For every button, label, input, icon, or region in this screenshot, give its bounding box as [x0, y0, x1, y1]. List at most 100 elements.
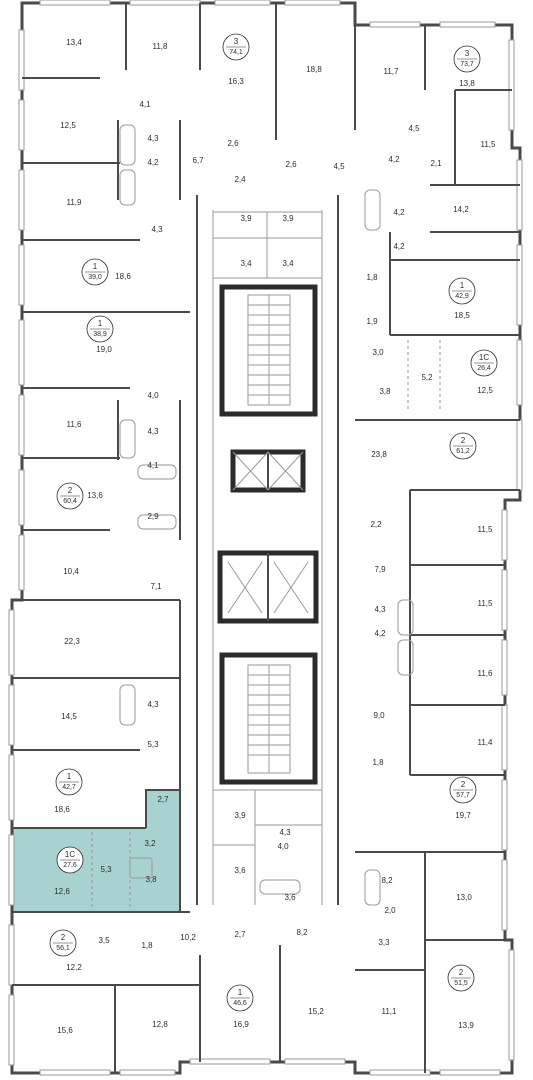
room-area-label: 2,7 [234, 930, 246, 939]
room-area-label: 3,3 [378, 938, 390, 947]
apartment-total-area: 27,6 [63, 862, 77, 869]
room-area-label: 4,0 [147, 391, 159, 400]
room-area-label: 11,8 [153, 42, 169, 51]
room-area-label: 4,2 [393, 208, 405, 217]
apartment-rooms: 2 [459, 968, 464, 977]
room-area-label: 2,2 [370, 520, 382, 529]
apartment-total-area: 42,7 [62, 784, 76, 791]
room-area-label: 23,8 [371, 450, 387, 459]
room-area-label: 4,0 [277, 842, 289, 851]
outer-walls [8, 0, 523, 1076]
apartment-total-area: 46,6 [233, 1000, 247, 1007]
room-area-label: 19,7 [455, 811, 471, 820]
room-area-label: 3,0 [372, 348, 384, 357]
room-area-label: 7,1 [150, 582, 162, 591]
room-area-label: 1,8 [366, 273, 378, 282]
room-area-label: 2,7 [157, 795, 169, 804]
apartment-rooms: 1 [67, 772, 72, 781]
room-area-label: 11,9 [67, 198, 83, 207]
room-area-label: 4,1 [147, 461, 159, 470]
apartment-total-area: 39,0 [88, 274, 102, 281]
apartment-rooms: 1 [98, 319, 103, 328]
room-area-label: 4,2 [147, 158, 159, 167]
room-area-label: 19,0 [96, 345, 112, 354]
room-area-label: 11,5 [478, 525, 494, 534]
room-area-label: 14,5 [61, 712, 77, 721]
apartment-badge[interactable]: 374,1 [222, 33, 250, 61]
room-area-label: 13,6 [87, 491, 103, 500]
room-area-label: 4,3 [151, 225, 163, 234]
room-area-label: 11,7 [384, 67, 400, 76]
room-area-label: 4,3 [147, 700, 159, 709]
apartment-badge[interactable]: 138,9 [86, 315, 114, 343]
room-area-label: 18,8 [306, 65, 322, 74]
apartment-total-area: 42,9 [455, 293, 469, 300]
highlighted-apartment[interactable] [12, 790, 180, 911]
room-area-label: 4,3 [147, 427, 159, 436]
room-area-label: 11,5 [478, 599, 494, 608]
apartment-total-area: 60,4 [63, 498, 77, 505]
apartment-total-area: 51,5 [454, 980, 468, 987]
room-area-label: 7,9 [374, 565, 386, 574]
room-area-label: 11,4 [478, 738, 494, 747]
room-area-label: 2,6 [285, 160, 297, 169]
apartment-rooms: 3 [465, 49, 470, 58]
apartment-badge[interactable]: 251,5 [447, 964, 475, 992]
room-area-label: 3,8 [145, 875, 157, 884]
apartment-badge[interactable]: 142,9 [448, 277, 476, 305]
room-area-label: 14,2 [453, 205, 469, 214]
room-area-label: 4,3 [147, 134, 159, 143]
room-area-label: 15,6 [57, 1026, 73, 1035]
room-area-label: 13,0 [456, 893, 472, 902]
apartment-rooms: 2 [461, 780, 466, 789]
stair-core [217, 284, 319, 785]
room-area-label: 5,3 [100, 865, 112, 874]
apartment-rooms: 1 [93, 262, 98, 271]
room-area-label: 15,2 [308, 1007, 324, 1016]
apartment-total-area: 61,2 [456, 448, 470, 455]
apartment-badge[interactable]: 256,1 [49, 929, 77, 957]
apartment-badge[interactable]: 373,7 [453, 45, 481, 73]
room-area-label: 13,4 [66, 38, 82, 47]
apartment-total-area: 56,1 [56, 945, 70, 952]
room-area-label: 12,2 [66, 963, 82, 972]
apartment-badge[interactable]: 261,2 [449, 432, 477, 460]
room-area-label: 12,5 [477, 386, 493, 395]
room-area-label: 18,5 [454, 311, 470, 320]
room-area-label: 4,1 [139, 100, 151, 109]
apartment-total-area: 57,7 [456, 792, 470, 799]
room-area-label: 4,3 [279, 828, 291, 837]
room-area-label: 2,6 [227, 139, 239, 148]
apartment-badge[interactable]: 257,7 [449, 776, 477, 804]
room-area-label: 3,9 [234, 811, 246, 820]
room-area-label: 22,3 [64, 637, 80, 646]
apartment-total-area: 73,7 [460, 61, 474, 68]
room-area-label: 8,2 [381, 876, 393, 885]
apartment-badge[interactable]: 146,6 [226, 984, 254, 1012]
room-area-label: 5,2 [421, 373, 433, 382]
room-area-label: 10,2 [180, 933, 196, 942]
room-area-label: 8,2 [296, 928, 308, 937]
room-area-label: 1,9 [366, 317, 378, 326]
apartment-badge[interactable]: 260,4 [56, 482, 84, 510]
room-area-label: 1,8 [141, 941, 153, 950]
apartment-total-area: 38,9 [93, 331, 107, 338]
room-area-label: 2,4 [234, 175, 246, 184]
apartment-total-area: 26,4 [477, 365, 491, 372]
apartment-badge[interactable]: 142,7 [55, 768, 83, 796]
room-area-label: 11,1 [382, 1007, 398, 1016]
room-area-label: 3,6 [234, 866, 246, 875]
room-area-label: 12,6 [54, 887, 70, 896]
room-area-label: 11,5 [481, 140, 497, 149]
room-area-label: 5,3 [147, 740, 159, 749]
apartment-badge[interactable]: 139,0 [81, 258, 109, 286]
room-area-label: 11,6 [478, 669, 494, 678]
apartment-rooms: 1 [460, 281, 465, 290]
room-area-label: 18,6 [54, 805, 70, 814]
room-area-label: 11,6 [67, 420, 83, 429]
